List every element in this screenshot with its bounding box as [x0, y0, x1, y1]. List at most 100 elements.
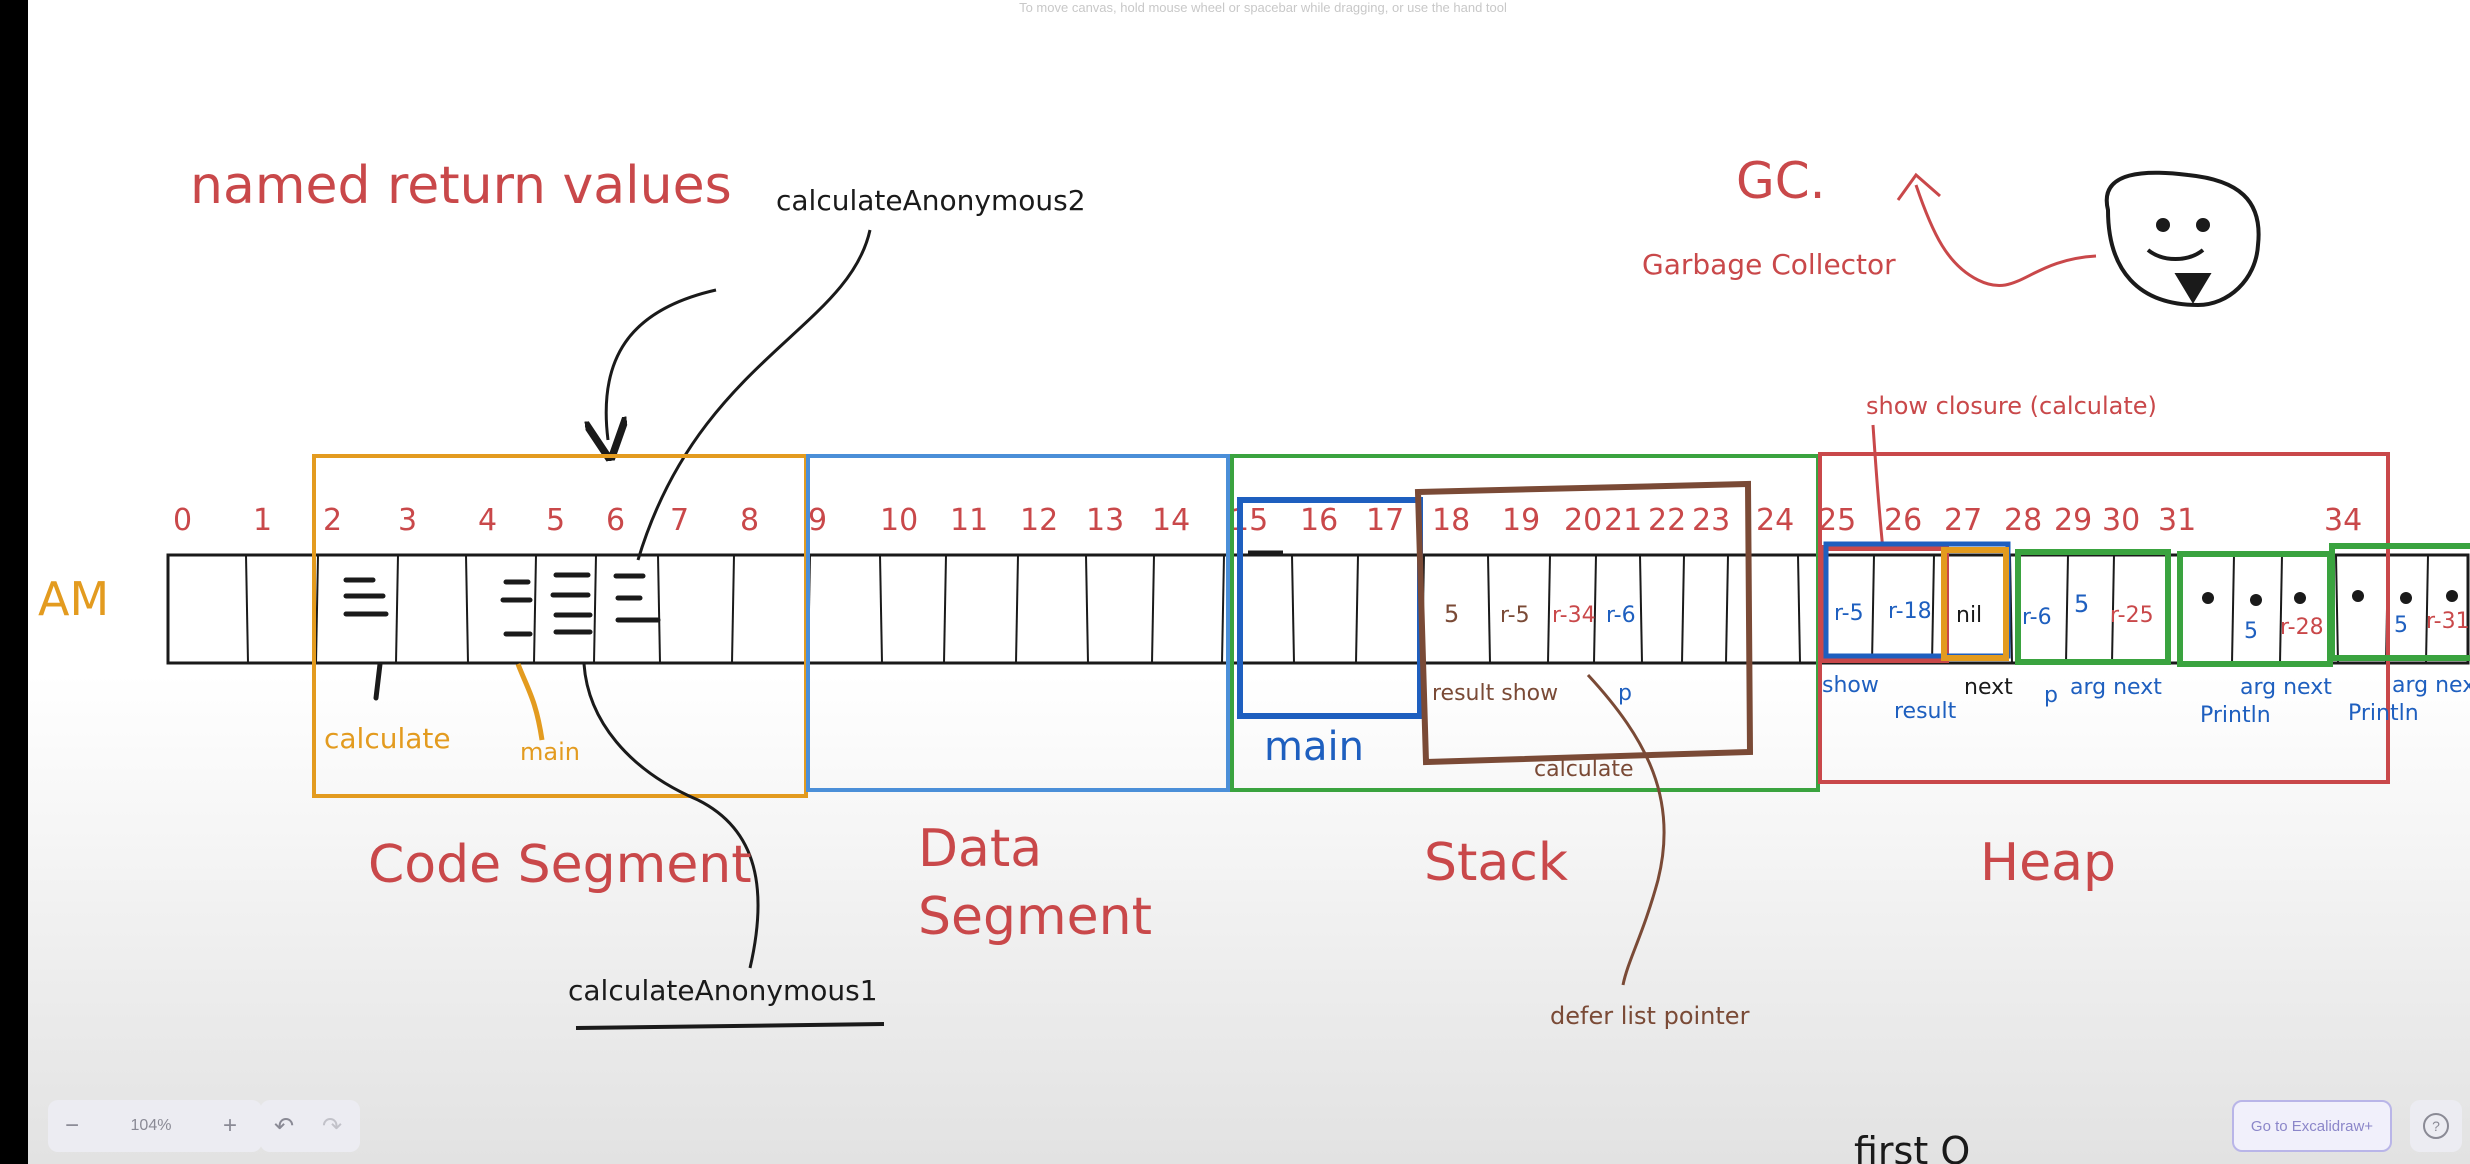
whiteboard-canvas[interactable]: To move canvas, hold mouse wheel or spac…: [28, 0, 2470, 1164]
address-4: 4: [478, 503, 497, 538]
cell-divider: [1547, 554, 1551, 664]
address-29: 29: [2054, 503, 2092, 538]
address-14: 14: [1152, 503, 1190, 538]
zoom-out-button[interactable]: −: [64, 1112, 79, 1139]
address-24: 24: [1756, 503, 1794, 538]
heap-cell-r5: r-5: [1834, 601, 1864, 626]
cell-divider: [1221, 554, 1225, 664]
label-calculate-anonymous1: calculateAnonymous1: [568, 974, 878, 1007]
cell-divider: [2279, 554, 2283, 664]
help-button[interactable]: ?: [2410, 1100, 2462, 1152]
cell-divider: [2111, 554, 2115, 664]
heap-label-arg-next-3: arg next: [2392, 673, 2470, 698]
heap-label-p: p: [2044, 683, 2058, 708]
cell-divider: [1725, 554, 1729, 664]
go-to-excalidraw-plus-button[interactable]: Go to Excalidraw+: [2232, 1100, 2392, 1152]
heap-label-result: result: [1894, 699, 1957, 724]
label-defer-list-pointer: defer list pointer: [1550, 1002, 1750, 1030]
address-9: 9: [808, 503, 827, 538]
stack-p: p: [1618, 681, 1632, 706]
address-30: 30: [2102, 503, 2140, 538]
address-21: 21: [1604, 503, 1642, 538]
history-toolbar: ↶ ↷: [260, 1100, 360, 1152]
heap-cell-5b: 5: [2244, 619, 2258, 644]
address-16: 16: [1300, 503, 1338, 538]
heap-nil-box: [1941, 547, 2009, 661]
stack-main-label: main: [1264, 724, 1364, 770]
cell-divider: [2231, 554, 2235, 664]
cell-divider: [2425, 554, 2429, 664]
zoom-level[interactable]: 104%: [130, 1117, 172, 1134]
address-28: 28: [2004, 503, 2042, 538]
defer-list-arrow: [1586, 673, 1666, 986]
heap-cell-5c: 5: [2394, 613, 2408, 638]
cell-divider: [465, 554, 469, 664]
cell-divider: [1085, 554, 1089, 664]
cell-divider: [593, 554, 597, 664]
stack-cell-5: 5: [1444, 600, 1459, 628]
segment-code-title: Code Segment: [368, 835, 752, 895]
cell-divider: [2065, 554, 2069, 664]
heap-cell-r18: r-18: [1888, 599, 1932, 624]
cell-divider: [2335, 554, 2339, 664]
address-20: 20: [1564, 503, 1602, 538]
cell-divider: [1871, 554, 1875, 664]
address-25: 25: [1818, 503, 1856, 538]
stack-calculate-frame: [1414, 480, 1754, 766]
address-22: 22: [1648, 503, 1686, 538]
cell-divider: [315, 554, 319, 664]
data-segment-box: [806, 454, 1230, 792]
label-calculate-anonymous2: calculateAnonymous2: [776, 184, 1086, 217]
diagram-title: named return values: [190, 156, 732, 216]
stack-result-show: result show: [1432, 681, 1558, 706]
cell-divider: [1639, 554, 1643, 664]
address-6: 6: [606, 503, 625, 538]
cell-divider: [1355, 554, 1359, 664]
cell-divider: [1797, 554, 1801, 664]
segment-stack-title: Stack: [1424, 833, 1568, 893]
heap-cell-nil: nil: [1956, 603, 1982, 628]
stack-cell-r5: r-5: [1500, 603, 1530, 628]
address-10: 10: [880, 503, 918, 538]
cell-divider: [1931, 554, 1935, 664]
gc-title: GC.: [1736, 152, 1826, 210]
segment-heap-title: Heap: [1980, 833, 2116, 893]
cell-divider: [1487, 554, 1491, 664]
cell-divider: [1015, 554, 1019, 664]
heap-show-closure: show closure (calculate): [1866, 392, 2157, 420]
address-17: 17: [1366, 503, 1404, 538]
gc-arrow: [1914, 184, 2097, 287]
ram-label: AM: [38, 572, 109, 626]
cell-divider: [657, 554, 661, 664]
zoom-in-button[interactable]: +: [222, 1112, 237, 1139]
address-12: 12: [1020, 503, 1058, 538]
address-0: 0: [173, 503, 192, 538]
address-7: 7: [670, 503, 689, 538]
cell-divider: [1593, 554, 1597, 664]
heap-println-box-1: [2177, 551, 2333, 667]
cell-dividers: [245, 554, 2429, 664]
heap-cell-r25: r-25: [2110, 603, 2154, 628]
address-23: 23: [1692, 503, 1730, 538]
code-label-main: main: [520, 738, 580, 766]
address-18: 18: [1432, 503, 1470, 538]
cell-divider: [1291, 554, 1295, 664]
heap-cell-r31: r-31: [2426, 609, 2470, 634]
label-first-o: first O: [1854, 1129, 1970, 1164]
stack-cell-r6: r-6: [1606, 603, 1636, 628]
undo-button[interactable]: ↶: [273, 1112, 295, 1140]
heap-label-println-2: Println: [2348, 701, 2419, 726]
help-icon: ?: [2423, 1113, 2449, 1139]
cell-divider: [943, 554, 947, 664]
cell-divider: [1681, 554, 1685, 664]
arrow-anonymous2: [636, 229, 872, 561]
redo-button[interactable]: ↷: [321, 1112, 343, 1140]
cell-divider: [1151, 554, 1155, 664]
stack-calculate-label: calculate: [1534, 757, 1633, 782]
address-8: 8: [740, 503, 759, 538]
address-27: 27: [1944, 503, 1982, 538]
memory-diagram: named return values calculateAnonymous2 …: [38, 152, 2470, 1164]
heap-label-arg-next-1: arg next: [2070, 675, 2162, 700]
